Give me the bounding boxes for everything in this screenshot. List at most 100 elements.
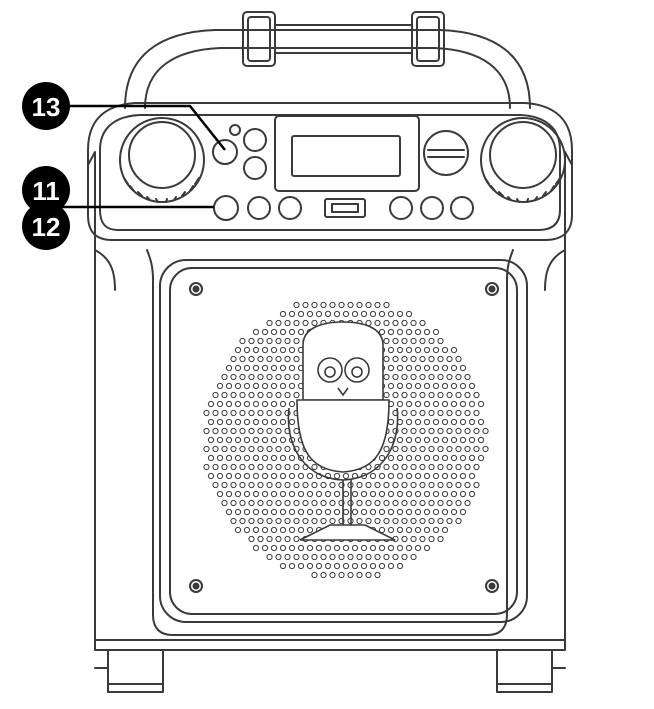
row-button[interactable] [278, 196, 302, 220]
grille-hole [329, 517, 336, 525]
grille-hole [311, 499, 318, 507]
grille-hole [216, 436, 224, 444]
grille-hole [410, 355, 417, 363]
grille-hole [446, 373, 453, 381]
grille-hole [279, 544, 287, 552]
grille-hole [243, 346, 251, 354]
grille-hole [482, 427, 489, 435]
grille-hole [459, 400, 467, 408]
grille-hole [252, 328, 260, 336]
grille-hole [387, 490, 395, 498]
grille-hole [468, 472, 476, 480]
grille-hole [234, 436, 242, 444]
grille-hole [396, 454, 404, 462]
button-11[interactable] [213, 195, 239, 221]
button-13[interactable] [212, 139, 238, 165]
grille-hole [297, 490, 305, 498]
grille-hole [473, 391, 480, 399]
grille-hole [432, 508, 440, 516]
grille-hole [401, 481, 408, 489]
grille-hole [333, 562, 341, 570]
row-button[interactable] [420, 196, 444, 220]
grille-hole [293, 499, 300, 507]
grille-hole [450, 418, 458, 426]
grille-hole [333, 310, 341, 318]
grille-hole [365, 517, 372, 525]
grille-hole [279, 526, 287, 534]
grille-hole [401, 499, 408, 507]
row-button[interactable] [389, 196, 413, 220]
grille-hole [279, 382, 287, 390]
grille-hole [432, 526, 440, 534]
grille-hole [437, 373, 444, 381]
row-button[interactable] [450, 196, 474, 220]
grille-hole [306, 508, 314, 516]
grille-hole [423, 346, 431, 354]
grille-hole [419, 481, 426, 489]
grille-hole [441, 364, 449, 372]
grille-hole [378, 562, 386, 570]
grille-hole [248, 535, 255, 543]
grille-hole [455, 355, 462, 363]
right-volume-knob[interactable] [480, 117, 566, 203]
grille-hole [270, 544, 278, 552]
grille-hole [432, 490, 440, 498]
grille-hole [284, 499, 291, 507]
grille-hole [324, 472, 332, 480]
grille-hole [275, 463, 282, 471]
grille-hole [234, 346, 242, 354]
grille-hole [450, 490, 458, 498]
grille-hole [293, 481, 300, 489]
grille-hole [230, 355, 237, 363]
grille-hole [405, 508, 413, 516]
grille-hole [270, 526, 278, 534]
row-button[interactable] [247, 196, 271, 220]
top-button-upper[interactable] [243, 128, 267, 152]
grille-hole [378, 544, 386, 552]
grille-hole [207, 472, 215, 480]
grille-hole [243, 508, 251, 516]
svg-text:13: 13 [32, 92, 61, 122]
grille-hole [248, 499, 255, 507]
grille-hole [248, 517, 255, 525]
grille-hole [392, 319, 399, 327]
grille-hole [324, 490, 332, 498]
grille-hole [329, 301, 336, 309]
grille-hole [365, 553, 372, 561]
grille-hole [257, 517, 264, 525]
grille-hole [423, 508, 431, 516]
grille-hole [378, 328, 386, 336]
grille-hole [225, 400, 233, 408]
grille-hole [446, 409, 453, 417]
grille-hole [212, 409, 219, 417]
grille-hole [464, 373, 471, 381]
grille-hole [419, 535, 426, 543]
grille-hole [401, 409, 408, 417]
grille-hole [423, 544, 431, 552]
grille-hole [288, 490, 296, 498]
grille-hole [315, 544, 323, 552]
grille-hole [297, 328, 305, 336]
grille-hole [225, 436, 233, 444]
top-button-lower[interactable] [243, 156, 267, 180]
grille-hole [248, 427, 255, 435]
grille-hole [225, 418, 233, 426]
grille-hole [387, 544, 395, 552]
grille-hole [405, 436, 413, 444]
grille-hole [225, 382, 233, 390]
grille-hole [374, 571, 381, 579]
grille-hole [239, 391, 246, 399]
control-panel [87, 102, 573, 241]
grille-hole [477, 418, 485, 426]
grille-hole [266, 445, 273, 453]
grille-hole [459, 508, 467, 516]
grille-hole [270, 508, 278, 516]
grille-hole [288, 382, 296, 390]
grille-hole [423, 382, 431, 390]
grille-hole [374, 319, 381, 327]
left-volume-knob[interactable] [119, 117, 205, 203]
grille-hole [203, 427, 210, 435]
mode-dial[interactable] [423, 130, 469, 176]
grille-hole [378, 310, 386, 318]
usb-port[interactable] [324, 198, 366, 218]
